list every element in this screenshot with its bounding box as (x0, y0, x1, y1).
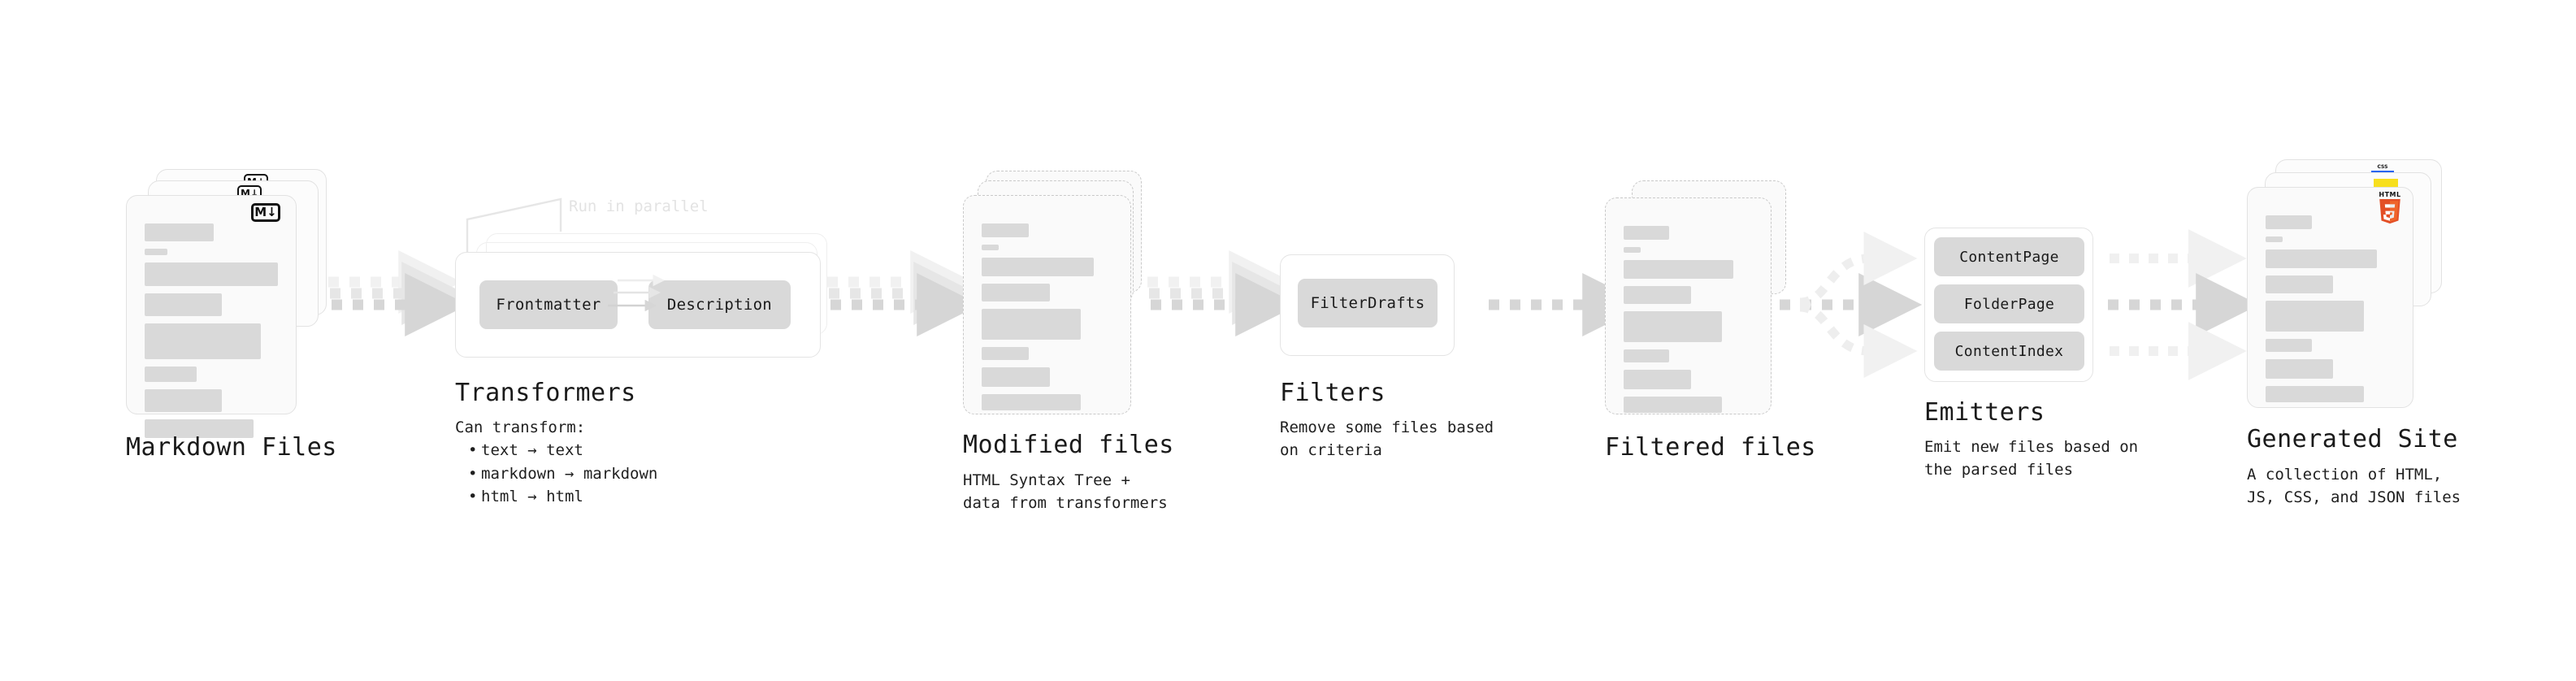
filter-chip-filterdrafts[interactable]: FilterDrafts (1298, 279, 1438, 327)
arrow-emitters-to-site (2108, 229, 2260, 380)
transform-rule-html: html → html (481, 485, 657, 509)
modified-card-front (963, 195, 1131, 414)
transformer-chip-description[interactable]: Description (648, 280, 791, 329)
markdown-placeholder-lines (145, 223, 278, 445)
emitter-chip-contentindex[interactable]: ContentIndex (1934, 332, 2084, 371)
run-in-parallel-label: Run in parallel (569, 197, 709, 215)
modified-files-desc: HTML Syntax Tree + data from transformer… (963, 471, 1168, 512)
emitter-chip-folderpage[interactable]: FolderPage (1934, 284, 2084, 323)
filters-title: Filters (1280, 379, 1386, 407)
filters-desc: Remove some files based on criteria (1280, 419, 1494, 459)
modified-placeholder-lines (982, 223, 1112, 418)
arrow-filtered-to-emitters (1780, 232, 1923, 378)
filtered-placeholder-lines (1624, 226, 1753, 420)
transformer-chip-frontmatter[interactable]: Frontmatter (479, 280, 618, 329)
modified-files-title: Modified files (963, 431, 1174, 459)
generated-site-desc: A collection of HTML, JS, CSS, and JSON … (2247, 466, 2461, 506)
filtered-card-front (1605, 197, 1772, 414)
transformers-desc: Can transform: (455, 419, 586, 436)
markdown-card-front (126, 195, 297, 438)
css-icon: CSS (2371, 165, 2394, 173)
site-card-front (2247, 187, 2413, 408)
site-placeholder-lines (2266, 215, 2395, 410)
html5-icon: HTML (2376, 192, 2404, 224)
transformers-bullets: text → text markdown → markdown html → h… (463, 439, 657, 509)
markdown-icon: M↓ (251, 203, 280, 222)
emitter-chip-contentpage[interactable]: ContentPage (1934, 237, 2084, 276)
markdown-files-title: Markdown Files (126, 433, 337, 462)
arrow-modified-to-filters (1147, 250, 1299, 336)
emitters-desc: Emit new files based on the parsed files (1924, 438, 2139, 479)
transform-rule-text: text → text (481, 439, 657, 462)
filtered-files-title: Filtered files (1605, 433, 1816, 462)
transformers-title: Transformers (455, 379, 636, 407)
html5-shield (2379, 199, 2400, 224)
arrow-transformers-to-modified (827, 250, 981, 336)
generated-site-title: Generated Site (2247, 425, 2458, 453)
transform-rule-markdown: markdown → markdown (481, 462, 657, 486)
emitters-title: Emitters (1924, 398, 2045, 427)
